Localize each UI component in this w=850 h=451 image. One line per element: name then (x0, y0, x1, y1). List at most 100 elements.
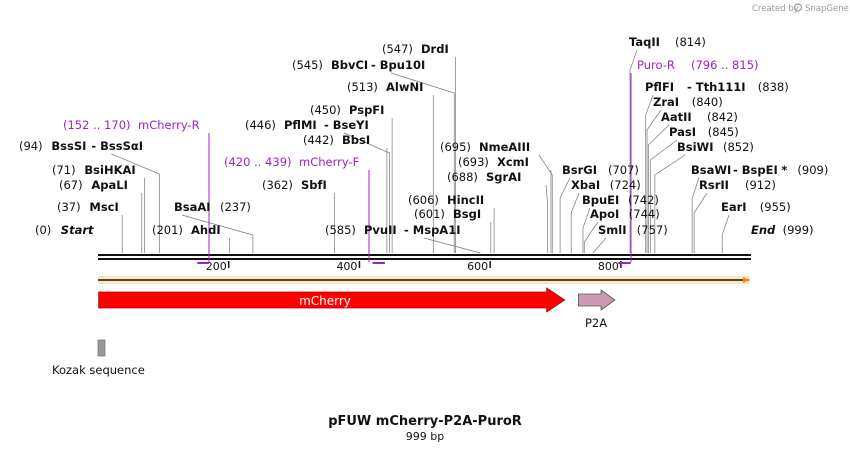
site-position: (71) (52, 163, 76, 177)
site-label-smli[interactable]: SmlI(757) (598, 223, 668, 237)
site-name: PvuII (364, 223, 397, 237)
site-label-bsiwi[interactable]: BsiWI (852) (677, 140, 754, 154)
site-name: AhdI (191, 223, 221, 237)
site-position: (601) (414, 207, 445, 221)
credit-text: Created by (752, 4, 799, 14)
site-position: (585) (325, 223, 356, 237)
site-name-2: - BseYI (324, 118, 369, 132)
primer-mcherry-r[interactable]: (152 .. 170)mCherry-R (63, 118, 200, 132)
primer-range: (796 .. 815) (691, 58, 759, 72)
site-name: SgrAI (486, 170, 521, 184)
site-position: (237) (220, 200, 251, 214)
site-name: BpuEI (582, 193, 619, 207)
site-label-bsawi[interactable]: BsaWI- BspEI*(909) (691, 163, 828, 177)
site-position: (688) (447, 170, 478, 184)
site-label-bbsi[interactable]: (442)BbsI (303, 133, 370, 147)
ruler-tick-label: 200 (206, 260, 227, 273)
site-name: MscI (89, 200, 118, 214)
site-name: BsaAI (174, 200, 211, 214)
site-leader-line (582, 207, 591, 253)
site-label-bsgi[interactable]: (601)BsgI (414, 207, 481, 221)
site-name-2: - BspEI (733, 163, 778, 177)
site-label-pvuii[interactable]: (585)PvuII- MspA1I (325, 223, 460, 237)
site-leader-line (691, 177, 700, 253)
ruler-tick-label: 800 (598, 260, 619, 273)
primer-mcherry-f[interactable]: (420 .. 439) mCherry-F (224, 155, 359, 169)
site-name: BssSI (51, 139, 86, 153)
site-name: AlwNI (386, 80, 423, 94)
sequence-backbone (98, 254, 751, 260)
site-position: (955) (760, 200, 791, 214)
site-label-pflfi[interactable]: PflFI- Tth111I(838) (645, 80, 789, 94)
site-name: BsiWI (677, 140, 714, 154)
site-label-bsssi[interactable]: (94)BssSI- BssSαI (19, 139, 143, 153)
site-label-eari[interactable]: EarI (955) (721, 200, 791, 214)
site-position: (695) (440, 140, 471, 154)
site-labels: (0)Start (37)MscI (67)ApaLI(71)BsiHKAI (94)… (19, 35, 828, 237)
site-position: (852) (723, 140, 754, 154)
site-name-2: - Bpu10I (371, 58, 425, 72)
primer-name: mCherry-R (138, 118, 200, 132)
site-label-ahdi[interactable]: (201)AhdI (152, 223, 221, 237)
site-name: BsrGI (562, 163, 597, 177)
site-label-rsrii[interactable]: RsrII(912) (699, 178, 776, 192)
site-position: (442) (303, 133, 334, 147)
site-name-2: - Tth111I (687, 80, 746, 94)
site-label-nmeaiii[interactable]: (695) NmeAIII (440, 140, 530, 154)
site-name: End (751, 223, 776, 237)
site-label-xcmi[interactable]: (693) XcmI (458, 155, 529, 169)
site-leader-line (645, 94, 654, 253)
plasmid-title: pFUW mCherry-P2A-PuroR (328, 414, 522, 429)
site-label-sbfi[interactable]: (362)SbfI (262, 178, 327, 192)
site-label-alwni[interactable]: (513)AlwNI (347, 80, 423, 94)
site-label-drdi[interactable]: (547)DrdI (382, 42, 449, 56)
site-label-bsihkai[interactable]: (71)BsiHKAI (52, 163, 136, 177)
site-label-zrai[interactable]: ZraI(840) (653, 95, 723, 109)
site-name: BsaWI (691, 163, 731, 177)
site-name: XbaI (571, 178, 600, 192)
site-leader-line (343, 132, 390, 253)
site-label-start[interactable]: (0)Start (35, 223, 94, 237)
site-position: (450) (310, 103, 341, 117)
kozak-feature-label: Kozak sequence (52, 363, 145, 377)
features: mCherry P2A Kozak sequence (52, 287, 616, 377)
site-label-pflmi[interactable]: (446)PflMI- BseYI (245, 118, 369, 132)
primer-puro-r[interactable]: Puro-R (796 .. 815) (637, 58, 759, 72)
site-label-sgrai[interactable]: (688) SgrAI (447, 170, 521, 184)
site-label-end[interactable]: End(999) (751, 223, 814, 237)
primer-name: Puro-R (637, 58, 675, 72)
site-leader-line (721, 214, 730, 253)
kozak-feature-box[interactable] (97, 339, 106, 357)
site-label-bsaai[interactable]: BsaAI (237) (174, 200, 251, 214)
site-name: PflMI (284, 118, 317, 132)
site-label-pasi[interactable]: PasI(845) (669, 125, 739, 139)
site-name: PasI (669, 125, 696, 139)
site-label-taqii[interactable]: TaqII (814) (629, 35, 706, 49)
site-name: NmeAIII (479, 140, 530, 154)
site-label-aatii[interactable]: AatII(842) (661, 110, 738, 124)
site-name: XcmI (497, 155, 529, 169)
site-label-bpuei[interactable]: BpuEI(742) (582, 193, 659, 207)
site-star: * (781, 163, 787, 177)
site-label-xbai[interactable]: XbaI(724) (571, 178, 641, 192)
p2a-feature-arrow[interactable] (578, 289, 616, 311)
site-name: EarI (721, 200, 747, 214)
site-position: (814) (675, 35, 706, 49)
site-position: (693) (458, 155, 489, 169)
site-name: DrdI (421, 42, 449, 56)
site-leader-lines (111, 49, 730, 254)
site-label-apoi[interactable]: ApoI(744) (590, 207, 660, 221)
mcherry-feature-arrow[interactable] (98, 287, 566, 313)
site-name: TaqII (629, 35, 660, 49)
site-name: AatII (661, 110, 692, 124)
site-label-bbvci[interactable]: (545)BbvCI- Bpu10I (292, 58, 425, 72)
primer-range: (420 .. 439) (224, 155, 292, 169)
site-label-hincii[interactable]: (606)HincII (408, 193, 484, 207)
primer-marks (197, 73, 632, 264)
site-label-apali[interactable]: (67)ApaLI (59, 178, 128, 192)
site-label-msci[interactable]: (37)MscI (57, 200, 119, 214)
site-label-bsrgi[interactable]: BsrGI(707) (562, 163, 639, 177)
primer-name: mCherry-F (299, 155, 359, 169)
site-leader-line (181, 214, 254, 253)
site-label-pspfi[interactable]: (450)PspFI (310, 103, 384, 117)
